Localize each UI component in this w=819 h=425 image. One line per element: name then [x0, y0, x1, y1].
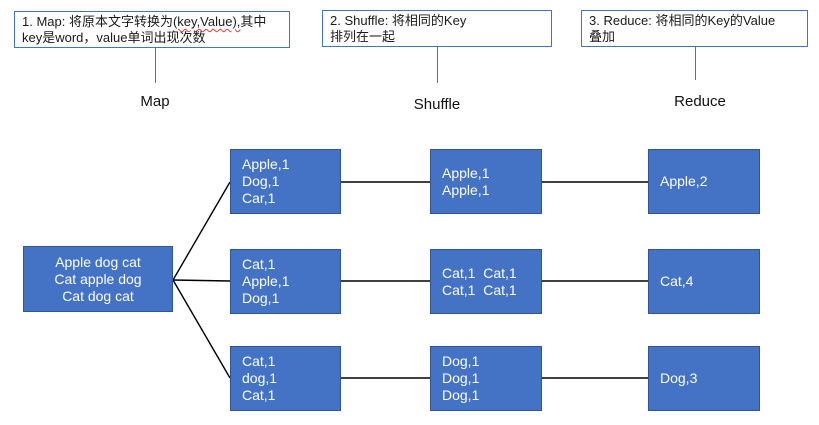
shuffle-box-1: Apple,1 Apple,1 — [430, 149, 542, 214]
callout-reduce-annotation: 3. Reduce: 将相同的Key的Value 叠加 — [581, 10, 808, 47]
connector-source-map-3 — [172, 279, 231, 379]
kv-pair: Dog,1 — [442, 370, 480, 386]
kv-pair: Dog,1 — [242, 290, 280, 306]
map-box-1: Apple,1 Dog,1 Car,1 — [230, 149, 341, 214]
kv-pair: Apple,1 — [242, 156, 290, 172]
connector-source-map-2 — [172, 279, 231, 282]
kv-pair: Cat,1 Cat,1 — [442, 264, 517, 281]
reduce-box-2: Cat,4 — [648, 249, 760, 314]
kv-pair: Car,1 — [242, 190, 276, 206]
stage-label-reduce: Reduce — [674, 93, 726, 110]
callout-reduce-line2: 叠加 — [589, 29, 616, 44]
kv-pair: Dog,3 — [660, 370, 698, 386]
kv-pair: Dog,1 — [442, 353, 480, 369]
connector-source-map-1 — [172, 181, 231, 281]
callout-map-line1: 1. Map: 将原本文字转换为(key,Value),其中 — [22, 14, 282, 30]
kv-pair: Cat,1 — [242, 256, 276, 272]
shuffle-box-3: Dog,1 Dog,1 Dog,1 — [430, 346, 542, 411]
callout-shuffle-line2: 排列在一起 — [330, 29, 396, 44]
source-line: Apple dog cat — [55, 253, 141, 270]
spellcheck-squiggle-text: (key,Value), — [172, 14, 241, 29]
callout-stem-shuffle — [437, 47, 438, 83]
source-line: Cat dog cat — [62, 287, 134, 304]
callout-map-annotation: 1. Map: 将原本文字转换为(key,Value),其中 key是word，… — [14, 11, 290, 48]
kv-pair: Cat,1 Cat,1 — [442, 281, 517, 298]
stage-label-map: Map — [140, 93, 170, 110]
kv-pair: Apple,1 — [442, 164, 490, 181]
kv-pair: Cat,4 — [660, 273, 694, 289]
callout-map-text: 1. Map: 将原本文字转换为 — [22, 14, 173, 29]
kv-pair: Dog,1 — [242, 173, 280, 189]
callout-stem-reduce — [695, 47, 696, 80]
callout-reduce-line1: 3. Reduce: 将相同的Key的Value — [589, 13, 776, 28]
reduce-box-3: Dog,3 — [648, 346, 760, 411]
callout-stem-map — [155, 48, 156, 83]
map-box-3: Cat,1 dog,1 Cat,1 — [230, 346, 341, 411]
callout-shuffle-line1: 2. Shuffle: 将相同的Key — [330, 13, 467, 28]
shuffle-box-2: Cat,1 Cat,1 Cat,1 Cat,1 — [430, 249, 542, 314]
source-text-box: Apple dog cat Cat apple dog Cat dog cat — [23, 246, 173, 312]
kv-pair: Apple,2 — [660, 173, 708, 189]
kv-pair: Dog,1 — [442, 387, 480, 403]
reduce-box-1: Apple,2 — [648, 149, 760, 214]
kv-pair: Cat,1 — [242, 387, 276, 403]
stage-label-shuffle: Shuffle — [413, 96, 461, 113]
map-box-2: Cat,1 Apple,1 Dog,1 — [230, 249, 341, 314]
callout-map-line2: key是word，value单词出现次数 — [22, 30, 206, 45]
kv-pair: Apple,1 — [442, 181, 490, 198]
source-line: Cat apple dog — [54, 270, 142, 287]
kv-pair: Cat,1 — [242, 353, 276, 369]
callout-map-text-suffix: 其中 — [240, 14, 267, 29]
kv-pair: Apple,1 — [242, 273, 290, 289]
callout-shuffle-annotation: 2. Shuffle: 将相同的Key 排列在一起 — [322, 10, 552, 47]
kv-pair: dog,1 — [242, 370, 278, 386]
